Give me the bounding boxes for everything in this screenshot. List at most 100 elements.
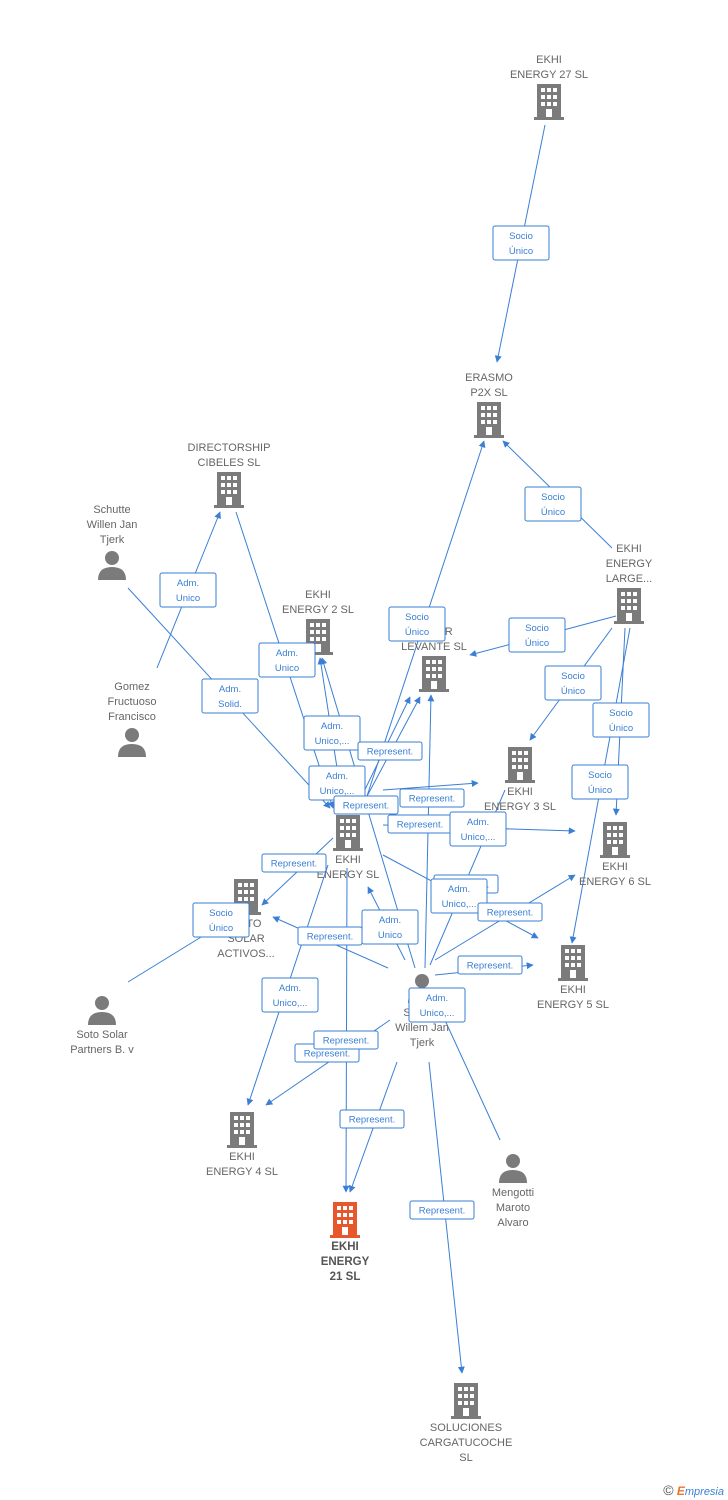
- building-icon: [534, 84, 564, 120]
- relation-text: Único: [561, 686, 585, 697]
- relation-text: Adm.: [326, 771, 348, 782]
- relation-box: [339, 1109, 405, 1129]
- relation-box: [477, 902, 543, 922]
- relation-box: [261, 853, 327, 873]
- relation-text: Adm.: [279, 983, 301, 994]
- building-icon: [227, 1112, 257, 1148]
- relation-label[interactable]: Adm.Unico: [361, 909, 419, 945]
- edge-mengotti-schutte: [437, 1004, 501, 1141]
- relation-text: Adm.: [276, 648, 298, 659]
- node-label-line: ENERGY: [606, 558, 653, 570]
- relation-text: Único: [541, 507, 565, 518]
- relation-box: [333, 795, 399, 815]
- relation-label[interactable]: Represent.: [357, 741, 423, 761]
- relation-label[interactable]: Represent.: [261, 853, 327, 873]
- node-label-line: P2X SL: [470, 387, 507, 399]
- building-icon: [558, 945, 588, 981]
- node-label-line: EKHI: [616, 543, 642, 555]
- relation-text: Represent.: [487, 908, 533, 919]
- relation-label[interactable]: Represent.: [409, 1200, 475, 1220]
- relation-box: [192, 902, 250, 938]
- relation-text: Socio: [525, 623, 549, 634]
- relation-label[interactable]: Adm.Unico,...: [261, 977, 319, 1013]
- relation-text: Único: [525, 638, 549, 649]
- relation-label[interactable]: Adm.Unico: [258, 642, 316, 678]
- node-label-line: EKHI: [335, 854, 361, 866]
- relation-label[interactable]: Represent.: [399, 788, 465, 808]
- relation-label[interactable]: Represent.: [477, 902, 543, 922]
- relation-text: Represent.: [367, 747, 413, 758]
- relation-label[interactable]: Represent.: [297, 926, 363, 946]
- relation-label[interactable]: Represent.: [339, 1109, 405, 1129]
- building-icon: [214, 472, 244, 508]
- relation-label[interactable]: Adm.Unico,...: [449, 811, 507, 847]
- relation-box: [258, 642, 316, 678]
- relation-text: Represent.: [323, 1036, 369, 1047]
- edge-ekhi-ekhi3: [382, 779, 479, 791]
- node-label-line: EKHI: [536, 54, 562, 66]
- relation-text: Adm.: [467, 817, 489, 828]
- building-icon: [474, 402, 504, 438]
- relation-text: Socio: [541, 492, 565, 503]
- relation-text: Único: [509, 246, 533, 257]
- node-label-line: EKHI: [331, 1241, 358, 1253]
- node-label-line: EKHI: [560, 984, 586, 996]
- relation-text: Represent.: [409, 794, 455, 805]
- relation-text: Adm.: [426, 993, 448, 1004]
- relation-label[interactable]: Adm. Unico,...: [308, 765, 366, 801]
- relation-box: [571, 764, 629, 800]
- empresia-logo[interactable]: © Empresia: [663, 1482, 724, 1498]
- relation-text: Único: [405, 627, 429, 638]
- relation-label[interactable]: Represent.: [313, 1030, 379, 1050]
- relation-label[interactable]: Represent.: [387, 814, 453, 834]
- person-icon: [499, 1154, 527, 1183]
- relation-label[interactable]: Adm.Unico: [159, 572, 217, 608]
- node-label-line: 21 SL: [330, 1271, 361, 1283]
- relation-label[interactable]: Adm.Unico,...: [408, 987, 466, 1023]
- node-ekhi-large[interactable]: EKHIENERGYLARGE...: [606, 543, 653, 624]
- relation-text: Represent.: [397, 820, 443, 831]
- relation-label[interactable]: Represent.: [333, 795, 399, 815]
- relation-text: Socio: [609, 708, 633, 719]
- relation-label[interactable]: Adm.Unico,...: [303, 715, 361, 751]
- relation-text: Unico: [378, 930, 402, 941]
- relation-text: Unico,...: [320, 786, 355, 797]
- relation-label[interactable]: Represent.: [457, 955, 523, 975]
- node-label-line: ENERGY 6 SL: [579, 876, 651, 888]
- node-label-line: Gomez: [114, 681, 149, 693]
- node-label-line: CARGATUCOCHE: [420, 1437, 513, 1449]
- node-label-line: ENERGY 2 SL: [282, 604, 354, 616]
- relation-box: [408, 987, 466, 1023]
- node-label-line: LEVANTE SL: [401, 641, 467, 653]
- relation-box: [159, 572, 217, 608]
- node-label-line: SOLUCIONES: [430, 1422, 502, 1434]
- relation-label[interactable]: Adm.Solid.: [201, 678, 259, 714]
- relation-text: Único: [588, 785, 612, 796]
- node-label-line: ENERGY 3 SL: [484, 801, 556, 813]
- relation-label[interactable]: Adm.Unico,...: [430, 878, 488, 914]
- node-label-line: DIRECTORSHIP: [188, 442, 271, 454]
